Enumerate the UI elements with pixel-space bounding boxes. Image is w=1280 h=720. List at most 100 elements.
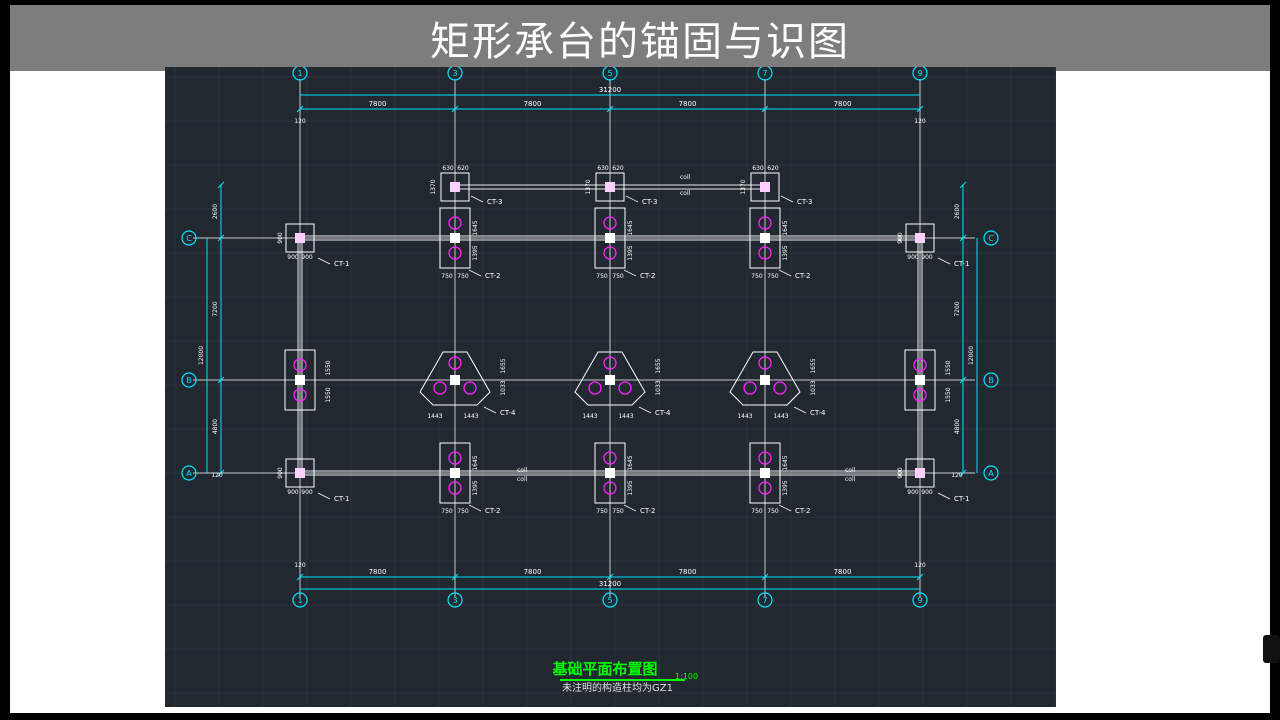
cap-dimension: 900 — [907, 489, 919, 496]
pile — [603, 216, 617, 230]
pile — [463, 381, 477, 395]
cap-dimension: 750 — [751, 508, 763, 515]
pile — [293, 388, 307, 402]
cap-dimension: 900 — [277, 232, 284, 244]
cap-dimension: 1645 — [472, 455, 479, 470]
leader-line — [638, 406, 652, 414]
axis-label: 7 — [762, 596, 767, 605]
cap-dimension: 1370 — [740, 179, 747, 194]
cap-dimension: 1443 — [427, 413, 442, 420]
cap-dimension: 900 — [287, 254, 299, 261]
cap-ct1 — [285, 458, 315, 488]
column — [605, 375, 615, 385]
cap-dimension: 1645 — [472, 220, 479, 235]
column — [450, 468, 460, 478]
pile — [913, 358, 927, 372]
pile — [588, 381, 602, 395]
cap-dimension: 750 — [596, 273, 608, 280]
cap-dimension: 1550 — [945, 387, 952, 402]
axis-label: 3 — [452, 69, 457, 78]
cap-dimension: 1550 — [325, 387, 332, 402]
cap-dimension: 1033 — [500, 380, 507, 395]
cap-dimension: 1395 — [782, 245, 789, 260]
cap-ct2 — [439, 207, 471, 269]
cap-dimension: 620 — [612, 165, 624, 172]
column — [450, 233, 460, 243]
dim-tick — [217, 469, 225, 477]
edge-offset: 120 — [951, 472, 963, 479]
cap-label: CT-3 — [797, 198, 813, 206]
cap-dimension: 900 — [301, 489, 313, 496]
axis-label: C — [186, 234, 192, 243]
leader-line — [793, 406, 807, 414]
cap-label: CT-2 — [640, 272, 656, 280]
cap-dimension: 900 — [921, 489, 933, 496]
pile — [448, 246, 462, 260]
dim-text: 7800 — [524, 568, 542, 576]
pile-caps — [284, 172, 936, 504]
axis-bubble — [292, 592, 308, 608]
cap-dimension: 2600 — [212, 204, 219, 219]
cap-dimension: 1033 — [655, 380, 662, 395]
column — [295, 375, 305, 385]
dim-text: 7800 — [834, 100, 852, 108]
axis-label: 5 — [607, 596, 612, 605]
cap-dimension: 900 — [907, 254, 919, 261]
cap-ct1 — [285, 223, 315, 253]
axis-bubble — [181, 230, 197, 246]
column — [295, 468, 305, 478]
pile — [293, 358, 307, 372]
axis-label: 7 — [762, 69, 767, 78]
cap-dimension: 750 — [596, 508, 608, 515]
dim-tick — [451, 573, 459, 581]
leader-line — [317, 257, 331, 265]
edge-offset: 120 — [211, 472, 223, 479]
pile — [603, 356, 617, 370]
pile — [773, 381, 787, 395]
cap-label: CT-1 — [334, 495, 350, 503]
cap-label: CT-2 — [485, 507, 501, 515]
slide-title: 矩形承台的锚固与识图 — [430, 19, 850, 65]
cap-dimension: 1395 — [782, 480, 789, 495]
cap-dimension: 900 — [301, 254, 313, 261]
pile — [603, 481, 617, 495]
cap-dimension: 1395 — [472, 245, 479, 260]
dim-text: 7800 — [679, 100, 697, 108]
pile — [433, 381, 447, 395]
axis-bubble — [757, 67, 773, 81]
cap-dimension: 900 — [897, 232, 904, 244]
cap-dimension: 4800 — [954, 419, 961, 434]
dim-tick — [959, 234, 967, 242]
cap-dimension: 4800 — [212, 419, 219, 434]
cap-label: CT-3 — [642, 198, 658, 206]
cap-b-end — [284, 349, 316, 411]
cap-dimension: 630 — [597, 165, 609, 172]
beam-note: coll — [517, 476, 528, 483]
cap-dimension: 12000 — [198, 346, 205, 365]
cap-dimension: 1443 — [582, 413, 597, 420]
cap-dimension: 1395 — [472, 480, 479, 495]
beam-note: coll — [517, 467, 528, 474]
cap-dimension: 1655 — [500, 358, 507, 373]
cap-dimension: 750 — [767, 508, 779, 515]
column — [760, 468, 770, 478]
cap-dimension: 1395 — [627, 480, 634, 495]
cap-dimension: 1645 — [627, 455, 634, 470]
axis-label: A — [988, 469, 994, 478]
cap-ct2 — [439, 442, 471, 504]
cap-ct2 — [594, 442, 626, 504]
axis-bubble — [602, 67, 618, 81]
scroll-handle[interactable] — [1263, 635, 1280, 663]
axis-label: 1 — [297, 596, 302, 605]
axis-label: 9 — [917, 596, 922, 605]
dim-tick — [296, 105, 304, 113]
pile — [913, 388, 927, 402]
dim-tick — [606, 573, 614, 581]
leader-line — [623, 504, 637, 512]
edge-offset: 120 — [914, 118, 926, 125]
cap-dimension: 620 — [457, 165, 469, 172]
cap-dimension: 900 — [921, 254, 933, 261]
pile — [758, 216, 772, 230]
